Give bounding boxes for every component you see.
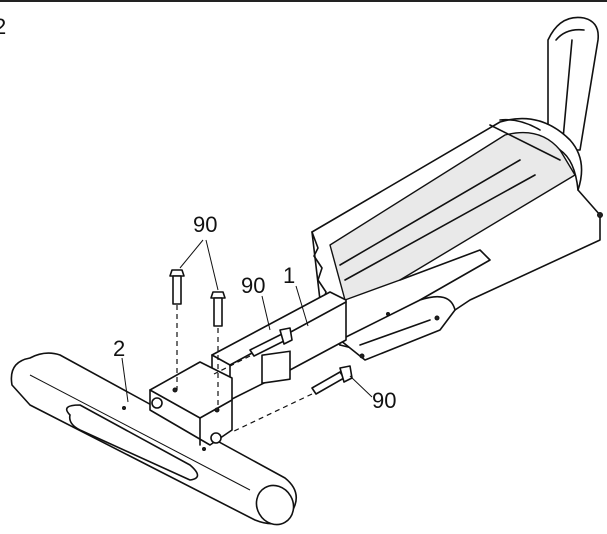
callout-bolt-middle: 90 [241, 273, 266, 298]
callout-frame: 1 [283, 263, 296, 288]
top-rule [0, 0, 607, 2]
bracket [149, 361, 233, 446]
callout-bolts-top: 90 [193, 212, 218, 237]
step-number: 2 [0, 14, 7, 39]
upright-post [547, 16, 600, 151]
bolt-left [169, 269, 185, 390]
main-frame [311, 117, 603, 361]
callout-bolt-right: 90 [372, 388, 397, 413]
bolt-middle [213, 327, 293, 375]
bolt-right-vertical [210, 291, 226, 410]
bolt-right [231, 365, 353, 433]
stabilizer [10, 352, 298, 526]
leader-lines [121, 239, 373, 403]
callout-stabilizer: 2 [113, 336, 126, 361]
